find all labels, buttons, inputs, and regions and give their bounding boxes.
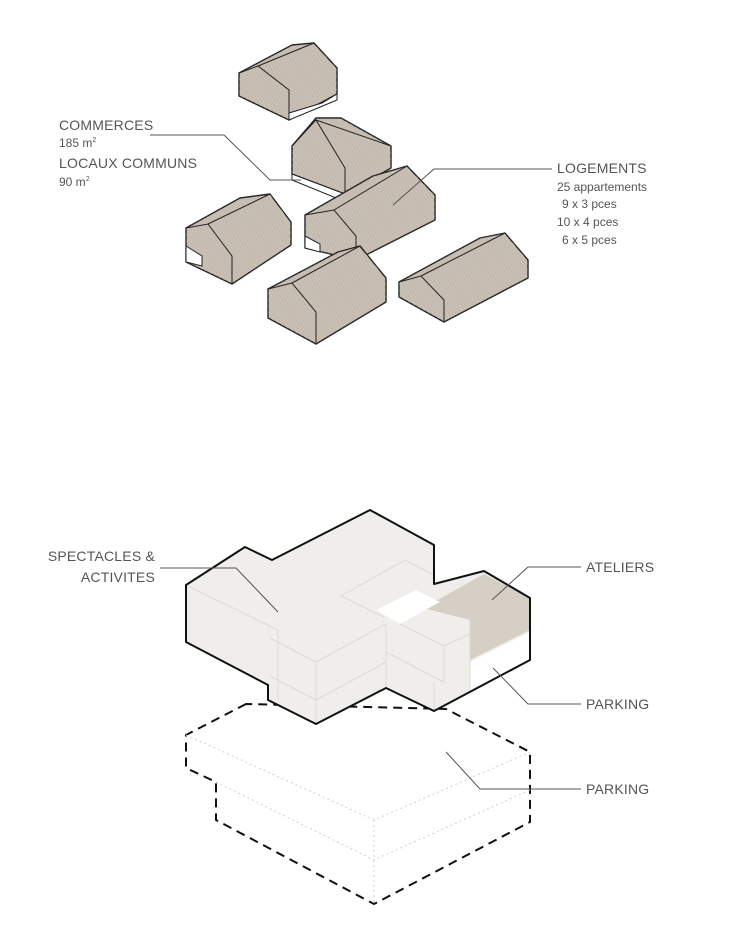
commerces-area: 185 m2 xyxy=(59,136,96,150)
logements-line-3: 10 x 4 pces xyxy=(557,215,618,229)
underground-parking-outline xyxy=(185,703,531,905)
locaux-communs-area: 90 m2 xyxy=(59,175,90,189)
ateliers-leader xyxy=(491,566,581,601)
commerces-leader xyxy=(150,134,301,181)
spectacles-label-line-1: SPECTACLES & xyxy=(48,548,156,564)
housing-blocks xyxy=(185,42,529,345)
spectacles-leader xyxy=(160,567,279,613)
locaux-communs-label: LOCAUX COMMUNS xyxy=(59,155,197,171)
ateliers-volume xyxy=(423,574,530,660)
logements-line-1: 25 appartements xyxy=(557,180,647,194)
house-3 xyxy=(185,193,292,285)
ateliers-label: ATELIERS xyxy=(586,559,654,575)
parking-ground-leader xyxy=(492,667,581,705)
house-1 xyxy=(238,42,338,121)
logements-label: LOGEMENTS xyxy=(557,160,647,176)
house-4 xyxy=(304,165,436,261)
house-2-commerces xyxy=(291,117,392,199)
logements-line-2: 9 x 3 pces xyxy=(562,197,617,211)
logements-leader xyxy=(392,168,552,206)
commerces-label: COMMERCES xyxy=(59,117,153,133)
parking-underground-leader xyxy=(445,751,581,790)
house-5 xyxy=(267,245,387,345)
public-building xyxy=(185,509,531,905)
parking-underground-label: PARKING xyxy=(586,781,649,797)
spectacles-label-line-2: ACTIVITES xyxy=(81,569,155,585)
parking-ground-label: PARKING xyxy=(586,696,649,712)
house-6 xyxy=(398,232,529,323)
logements-line-4: 6 x 5 pces xyxy=(562,233,617,247)
